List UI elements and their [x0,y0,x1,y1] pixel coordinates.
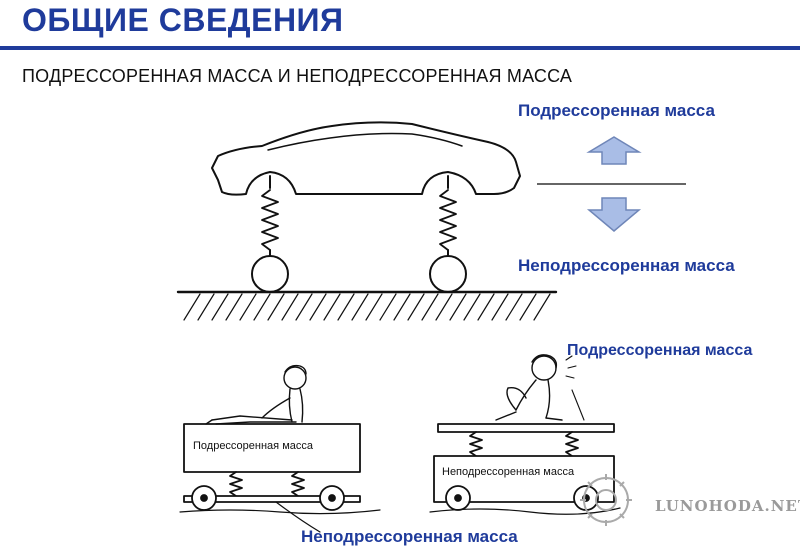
arrow-down-icon [586,197,642,232]
child-figure-left [205,364,307,425]
left-cart-sprung-box [183,423,361,473]
right-box-label: Неподрессоренная масса [442,466,575,478]
ground-hatching [183,293,551,321]
right-cart-illustration [429,354,621,515]
cart-sprung-mass-label: Подрессоренная масса [567,342,753,359]
arrow-up-icon [586,136,642,165]
left-cart-illustration [179,364,381,533]
car-spring-rear [439,189,457,251]
car-wheel-rear [429,255,467,293]
left-cart-chassis [183,495,361,503]
right-cart-top-plate [437,423,615,433]
car-spring-front [261,189,279,251]
car-window-line [267,132,463,151]
road-wave-right [429,507,621,515]
left-cart-spring-1 [229,471,243,497]
unsprung-pointer [275,501,321,533]
car-sprung-mass-label: Подрессоренная масса [518,101,715,120]
car-body [211,121,521,196]
page-subtitle: ПОДРЕССОРЕННАЯ МАССА И НЕПОДРЕССОРЕННАЯ … [22,66,573,86]
child-figure-right [495,354,585,421]
road-wave-left [179,509,381,515]
page-title: ОБЩИЕ СВЕДЕНИЯ [22,2,344,38]
right-cart-spring-2 [565,431,579,457]
watermark-emblem-icon [580,474,632,526]
mass-legend [537,136,686,232]
left-cart-spring-2 [291,471,305,497]
car-unsprung-mass-label: Неподрессоренная масса [518,256,735,275]
car-illustration [176,121,558,321]
header-divider [0,46,800,50]
left-box-label: Подрессоренная масса [193,440,313,452]
car-wheel-front [251,255,289,293]
cart-unsprung-mass-label: Неподрессоренная масса [301,527,518,546]
right-cart-spring-1 [469,431,483,457]
watermark-text: LUNOHODA.NET [655,497,800,515]
